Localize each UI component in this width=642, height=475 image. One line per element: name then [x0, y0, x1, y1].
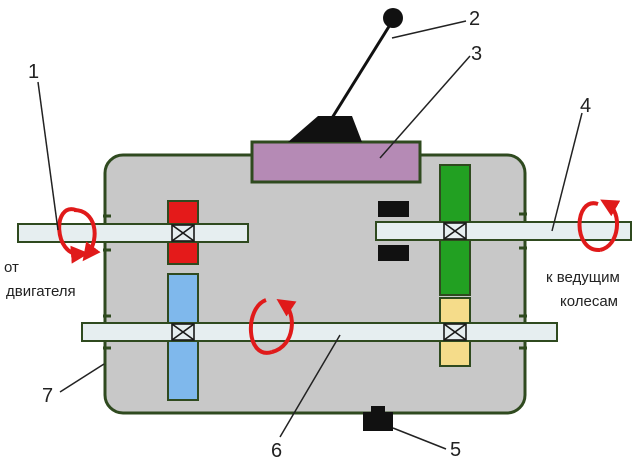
output-shaft [375, 221, 632, 241]
label-3: 3 [471, 43, 482, 65]
label-5: 5 [450, 439, 461, 461]
rotation-arrow-icon-output-front [599, 199, 621, 252]
bearing-icon [171, 224, 195, 242]
bearing-marks [103, 212, 527, 350]
bearing-icon [443, 222, 467, 240]
input-shaft [17, 223, 249, 243]
rotation-arrow-icon-intermediate-front [271, 298, 297, 354]
rotation-arrow-icon-output [577, 201, 601, 253]
lever-base [288, 116, 362, 142]
top-cover [250, 140, 422, 184]
label-2: 2 [469, 8, 480, 30]
bearing-icon [443, 323, 467, 341]
lever-knob [383, 8, 403, 28]
input-caption-line2: двигателя [6, 283, 76, 300]
leader-lines [37, 20, 583, 450]
rotation-arrow-icon-input-front [73, 208, 101, 262]
gear-lever [330, 19, 395, 119]
rotation-arrow-icon-input [57, 207, 89, 264]
drain-plug-neck [371, 406, 385, 414]
label-6: 6 [271, 440, 282, 462]
output-collar-bottom [378, 245, 409, 261]
rotation-arrow-icon-intermediate [248, 298, 273, 355]
input-caption-line1: от [4, 259, 19, 276]
output-caption-line2: колесам [560, 293, 618, 310]
output-caption-line1: к ведущим [546, 269, 620, 286]
intermediate-shaft [81, 322, 558, 342]
output-collar-top [378, 201, 409, 217]
label-7: 7 [42, 385, 53, 407]
label-1: 1 [28, 61, 39, 83]
bearing-icon [171, 323, 195, 341]
drain-plug [363, 412, 393, 431]
label-4: 4 [580, 95, 591, 117]
